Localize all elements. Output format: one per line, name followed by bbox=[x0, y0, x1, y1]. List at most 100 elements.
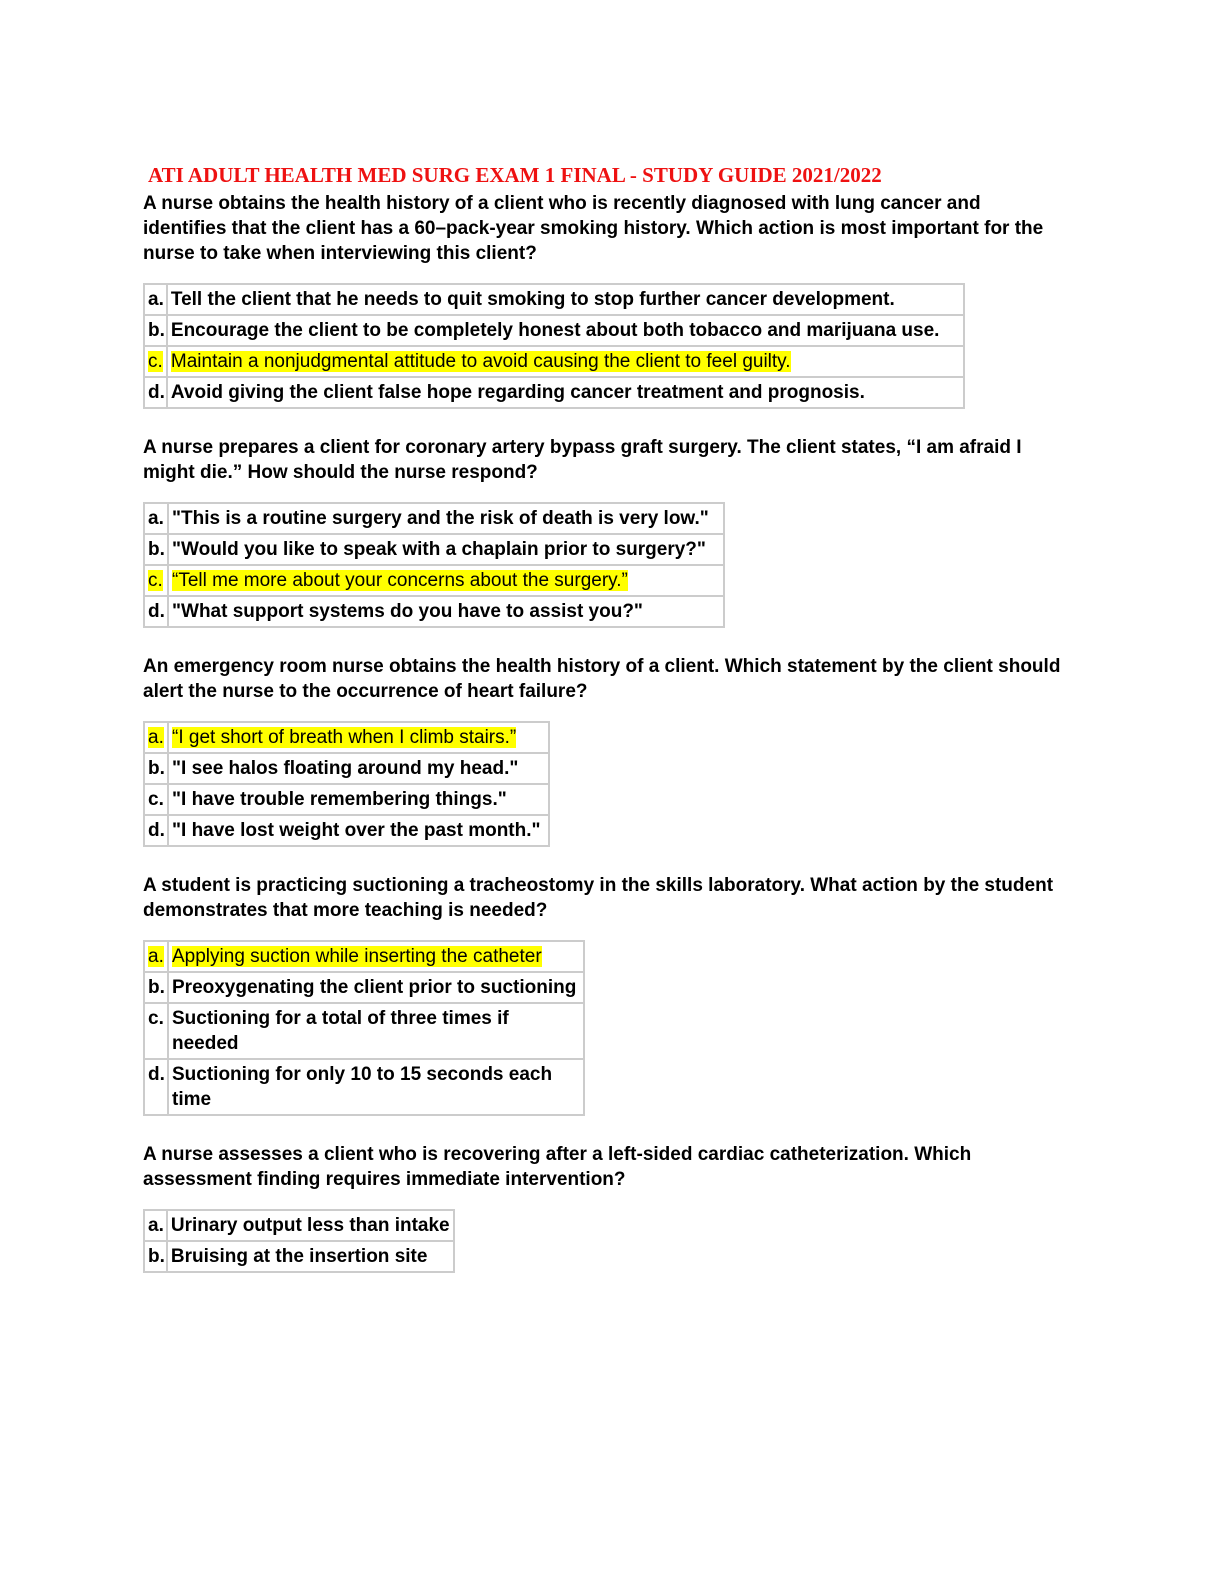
option-text: “Tell me more about your concerns about … bbox=[167, 564, 725, 597]
option-text: Tell the client that he needs to quit sm… bbox=[165, 283, 966, 316]
option-letter-text: b. bbox=[148, 320, 165, 341]
option-letter-text: d. bbox=[148, 820, 165, 841]
option-text: "Would you like to speak with a chaplain… bbox=[167, 533, 725, 566]
option-letter-text: d. bbox=[148, 1064, 165, 1085]
option-text: "What support systems do you have to ass… bbox=[167, 595, 725, 628]
option-answer-highlighted: Applying suction while inserting the cat… bbox=[172, 946, 542, 967]
option-answer-highlighted: “Tell me more about your concerns about … bbox=[172, 570, 628, 591]
answer-row: d. "What support systems do you have to a… bbox=[143, 595, 725, 628]
option-text: Avoid giving the client false hope regar… bbox=[165, 376, 966, 409]
answer-row: b.Bruising at the insertion site bbox=[143, 1240, 456, 1273]
option-letter-text: c. bbox=[148, 789, 164, 810]
option-text: Encourage the client to be completely ho… bbox=[165, 314, 966, 347]
option-text: “I get short of breath when I climb stai… bbox=[167, 721, 550, 754]
option-letter-text: c. bbox=[148, 570, 163, 591]
document-title: ATI ADULT HEALTH MED SURG EXAM 1 FINAL -… bbox=[148, 163, 882, 187]
option-letter-text: b. bbox=[148, 539, 165, 560]
answer-row: b. "I see halos floating around my head." bbox=[143, 752, 550, 785]
answer-row: a. “I get short of breath when I climb st… bbox=[143, 721, 550, 754]
question-text: A student is practicing suctioning a tra… bbox=[143, 875, 1054, 921]
option-answer: "I see halos floating around my head." bbox=[172, 758, 519, 779]
option-answer: Suctioning for a total of three times if… bbox=[172, 1008, 509, 1054]
option-answer: Tell the client that he needs to quit sm… bbox=[170, 289, 895, 310]
answer-table: a. “I get short of breath when I climb st… bbox=[143, 721, 550, 847]
option-letter: d. bbox=[143, 376, 168, 409]
option-answer: Urinary output less than intake bbox=[170, 1215, 450, 1236]
answer-row: b. "Would you like to speak with a chapla… bbox=[143, 533, 725, 566]
answer-row: d. Suctioning for only 10 to 15 seconds e… bbox=[143, 1058, 585, 1116]
option-answer: Suctioning for only 10 to 15 seconds eac… bbox=[172, 1064, 553, 1110]
answer-row: c. "I have trouble remembering things." bbox=[143, 783, 550, 816]
option-letter: b. bbox=[143, 1240, 168, 1273]
option-letter: b. bbox=[143, 971, 169, 1004]
option-answer-highlighted: Maintain a nonjudgmental attitude to avo… bbox=[170, 351, 791, 372]
option-answer: "I have trouble remembering things." bbox=[172, 789, 507, 810]
option-letter-text: c. bbox=[148, 351, 163, 372]
question-text: An emergency room nurse obtains the heal… bbox=[143, 656, 1061, 702]
option-answer: "This is a routine surgery and the risk … bbox=[172, 508, 709, 529]
option-letter: a. bbox=[143, 940, 169, 973]
option-answer: Avoid giving the client false hope regar… bbox=[170, 382, 865, 403]
option-letter: b. bbox=[143, 533, 169, 566]
answer-row: a. "This is a routine surgery and the ris… bbox=[143, 502, 725, 535]
answer-table: a. Tell the client that he needs to quit … bbox=[143, 283, 966, 409]
option-letter: a. bbox=[143, 502, 169, 535]
answer-table: a. Applying suction while inserting the c… bbox=[143, 940, 585, 1116]
option-text: Applying suction while inserting the cat… bbox=[167, 940, 585, 973]
option-answer: "Would you like to speak with a chaplain… bbox=[172, 539, 706, 560]
answer-row: b. Preoxygenating the client prior to suc… bbox=[143, 971, 585, 1004]
answer-row: c. Suctioning for a total of three times … bbox=[143, 1002, 585, 1060]
option-letter: c. bbox=[143, 783, 169, 816]
questions-container: A nurse obtains the health history of a … bbox=[143, 191, 1076, 1273]
option-text: "This is a routine surgery and the risk … bbox=[167, 502, 725, 535]
option-letter: a. bbox=[143, 721, 169, 754]
option-letter: d. bbox=[143, 595, 169, 628]
option-letter: a. bbox=[143, 1209, 168, 1242]
answer-row: d. "I have lost weight over the past mont… bbox=[143, 814, 550, 847]
option-answer: "I have lost weight over the past month.… bbox=[172, 820, 541, 841]
option-letter: b. bbox=[143, 752, 169, 785]
option-letter: c. bbox=[143, 564, 169, 597]
answer-row: a. Urinary output less than intake bbox=[143, 1209, 456, 1242]
option-letter: d. bbox=[143, 814, 169, 847]
answer-row: a. Tell the client that he needs to quit … bbox=[143, 283, 966, 316]
option-letter-text: c. bbox=[148, 1008, 164, 1029]
option-answer: Bruising at the insertion site bbox=[170, 1246, 428, 1267]
option-text: Maintain a nonjudgmental attitude to avo… bbox=[165, 345, 966, 378]
option-letter-text: a. bbox=[148, 1215, 164, 1236]
option-answer: Preoxygenating the client prior to sucti… bbox=[172, 977, 577, 998]
option-text: Urinary output less than intake bbox=[165, 1209, 456, 1242]
option-letter-text: a. bbox=[148, 946, 164, 967]
option-text: Suctioning for only 10 to 15 seconds eac… bbox=[167, 1058, 585, 1116]
answer-row: d.Avoid giving the client false hope reg… bbox=[143, 376, 966, 409]
answer-table: a. "This is a routine surgery and the ris… bbox=[143, 502, 725, 628]
option-text: "I see halos floating around my head." bbox=[167, 752, 550, 785]
answer-row: b.Encourage the client to be completely … bbox=[143, 314, 966, 347]
answer-row: c. “Tell me more about your concerns abou… bbox=[143, 564, 725, 597]
option-letter-text: a. bbox=[148, 508, 164, 529]
option-letter-text: b. bbox=[148, 1246, 165, 1267]
question-text: A nurse prepares a client for coronary a… bbox=[143, 437, 1022, 483]
option-letter: d. bbox=[143, 1058, 169, 1116]
question-text: A nurse obtains the health history of a … bbox=[143, 193, 1044, 264]
option-letter: a. bbox=[143, 283, 168, 316]
option-answer-highlighted: “I get short of breath when I climb stai… bbox=[172, 727, 517, 748]
option-letter-text: a. bbox=[148, 289, 164, 310]
option-letter: c. bbox=[143, 1002, 169, 1060]
answer-row: a. Applying suction while inserting the c… bbox=[143, 940, 585, 973]
option-text: Preoxygenating the client prior to sucti… bbox=[167, 971, 585, 1004]
question-text: A nurse assesses a client who is recover… bbox=[143, 1144, 972, 1190]
option-text: "I have trouble remembering things." bbox=[167, 783, 550, 816]
option-letter-text: b. bbox=[148, 758, 165, 779]
option-letter: b. bbox=[143, 314, 168, 347]
option-text: Bruising at the insertion site bbox=[165, 1240, 456, 1273]
option-text: "I have lost weight over the past month.… bbox=[167, 814, 550, 847]
option-letter: c. bbox=[143, 345, 168, 378]
option-letter-text: d. bbox=[148, 601, 165, 622]
option-letter-text: a. bbox=[148, 727, 164, 748]
option-answer: "What support systems do you have to ass… bbox=[172, 601, 643, 622]
option-letter-text: b. bbox=[148, 977, 165, 998]
option-answer: Encourage the client to be completely ho… bbox=[170, 320, 940, 341]
